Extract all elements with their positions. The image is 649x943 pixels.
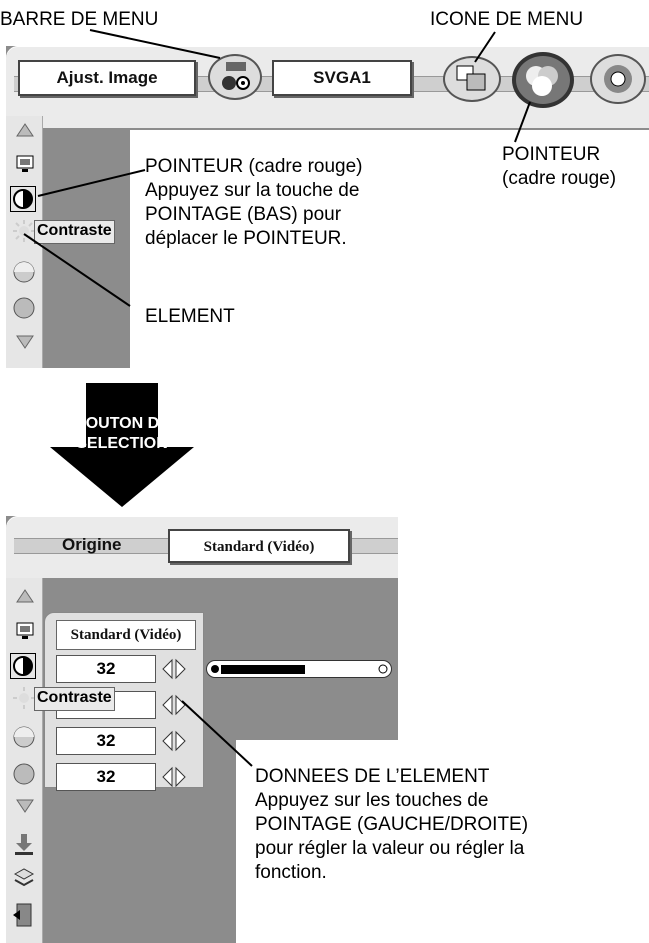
- contrast-value-box[interactable]: 32: [56, 655, 156, 683]
- icone-de-menu-label: ICONE DE MENU: [430, 9, 584, 30]
- contrast-slider[interactable]: [206, 660, 392, 678]
- adjust-arrows-icon[interactable]: [160, 693, 190, 722]
- adjust-arrows-icon[interactable]: [160, 657, 190, 686]
- pointeur-left-line4: déplacer le POINTEUR.: [145, 228, 347, 249]
- scroll-up-icon[interactable]: [15, 588, 35, 609]
- store-icon[interactable]: [12, 866, 36, 895]
- contrast-icon[interactable]: [9, 185, 37, 217]
- contrast-icon[interactable]: [9, 652, 37, 684]
- monitor-icon[interactable]: [14, 154, 36, 179]
- scroll-up-icon[interactable]: [15, 122, 35, 143]
- image-adjust-icon[interactable]: [443, 56, 501, 102]
- tint-value-box[interactable]: 32: [56, 763, 156, 791]
- adjust-arrows-icon[interactable]: [160, 729, 190, 758]
- donnees-element-line5: fonction.: [255, 862, 327, 883]
- color-menu-icon[interactable]: [512, 52, 574, 108]
- top-callout-panel: [130, 130, 649, 368]
- pointeur-left-line1: POINTEUR (cadre rouge): [145, 156, 363, 177]
- submenu-standard-video[interactable]: Standard (Vidéo): [56, 620, 196, 650]
- color-value-box[interactable]: 32: [56, 727, 156, 755]
- origine-label[interactable]: Origine: [62, 535, 122, 554]
- svga1-button[interactable]: SVGA1: [272, 60, 412, 96]
- color-icon[interactable]: [12, 725, 36, 754]
- pointeur-left-line2: Appuyez sur la touche de: [145, 180, 360, 201]
- sound-menu-icon[interactable]: [590, 54, 646, 104]
- bottom-callout-panel: [236, 740, 649, 943]
- standard-video-button[interactable]: Standard (Vidéo): [168, 529, 350, 563]
- scroll-down-icon[interactable]: [15, 334, 35, 355]
- computer-input-icon[interactable]: [208, 54, 262, 100]
- brightness-icon[interactable]: [13, 220, 35, 247]
- tint-icon[interactable]: [12, 296, 36, 325]
- quit-icon[interactable]: [13, 902, 35, 933]
- color-icon[interactable]: [12, 260, 36, 289]
- pointeur-right-line1: POINTEUR: [502, 144, 601, 165]
- selection-arrow: [50, 383, 194, 507]
- barre-de-menu-label: BARRE DE MENU: [0, 9, 159, 30]
- donnees-element-line2: Appuyez sur les touches de: [255, 790, 489, 811]
- element-label: ELEMENT: [145, 306, 235, 327]
- bouton-de-label: BOUTON DE: [74, 415, 170, 432]
- pointeur-right-line2: (cadre rouge): [502, 168, 617, 189]
- scroll-down-icon[interactable]: [15, 798, 35, 819]
- adjust-arrows-icon[interactable]: [160, 765, 190, 794]
- monitor-icon[interactable]: [14, 621, 36, 646]
- tint-icon[interactable]: [12, 762, 36, 791]
- contraste-tag: Contraste: [34, 687, 115, 711]
- selection-label: SELECTION: [76, 435, 168, 452]
- pointeur-left-line3: POINTAGE (BAS) pour: [145, 204, 342, 225]
- contraste-tag: Contraste: [34, 220, 115, 244]
- ajust-image-button[interactable]: Ajust. Image: [18, 60, 196, 96]
- donnees-element-line1: DONNEES DE L’ELEMENT: [255, 766, 490, 787]
- donnees-element-line4: pour régler la valeur ou régler la: [255, 838, 525, 859]
- reset-icon[interactable]: [13, 832, 35, 861]
- donnees-element-line3: POINTAGE (GAUCHE/DROITE): [255, 814, 529, 835]
